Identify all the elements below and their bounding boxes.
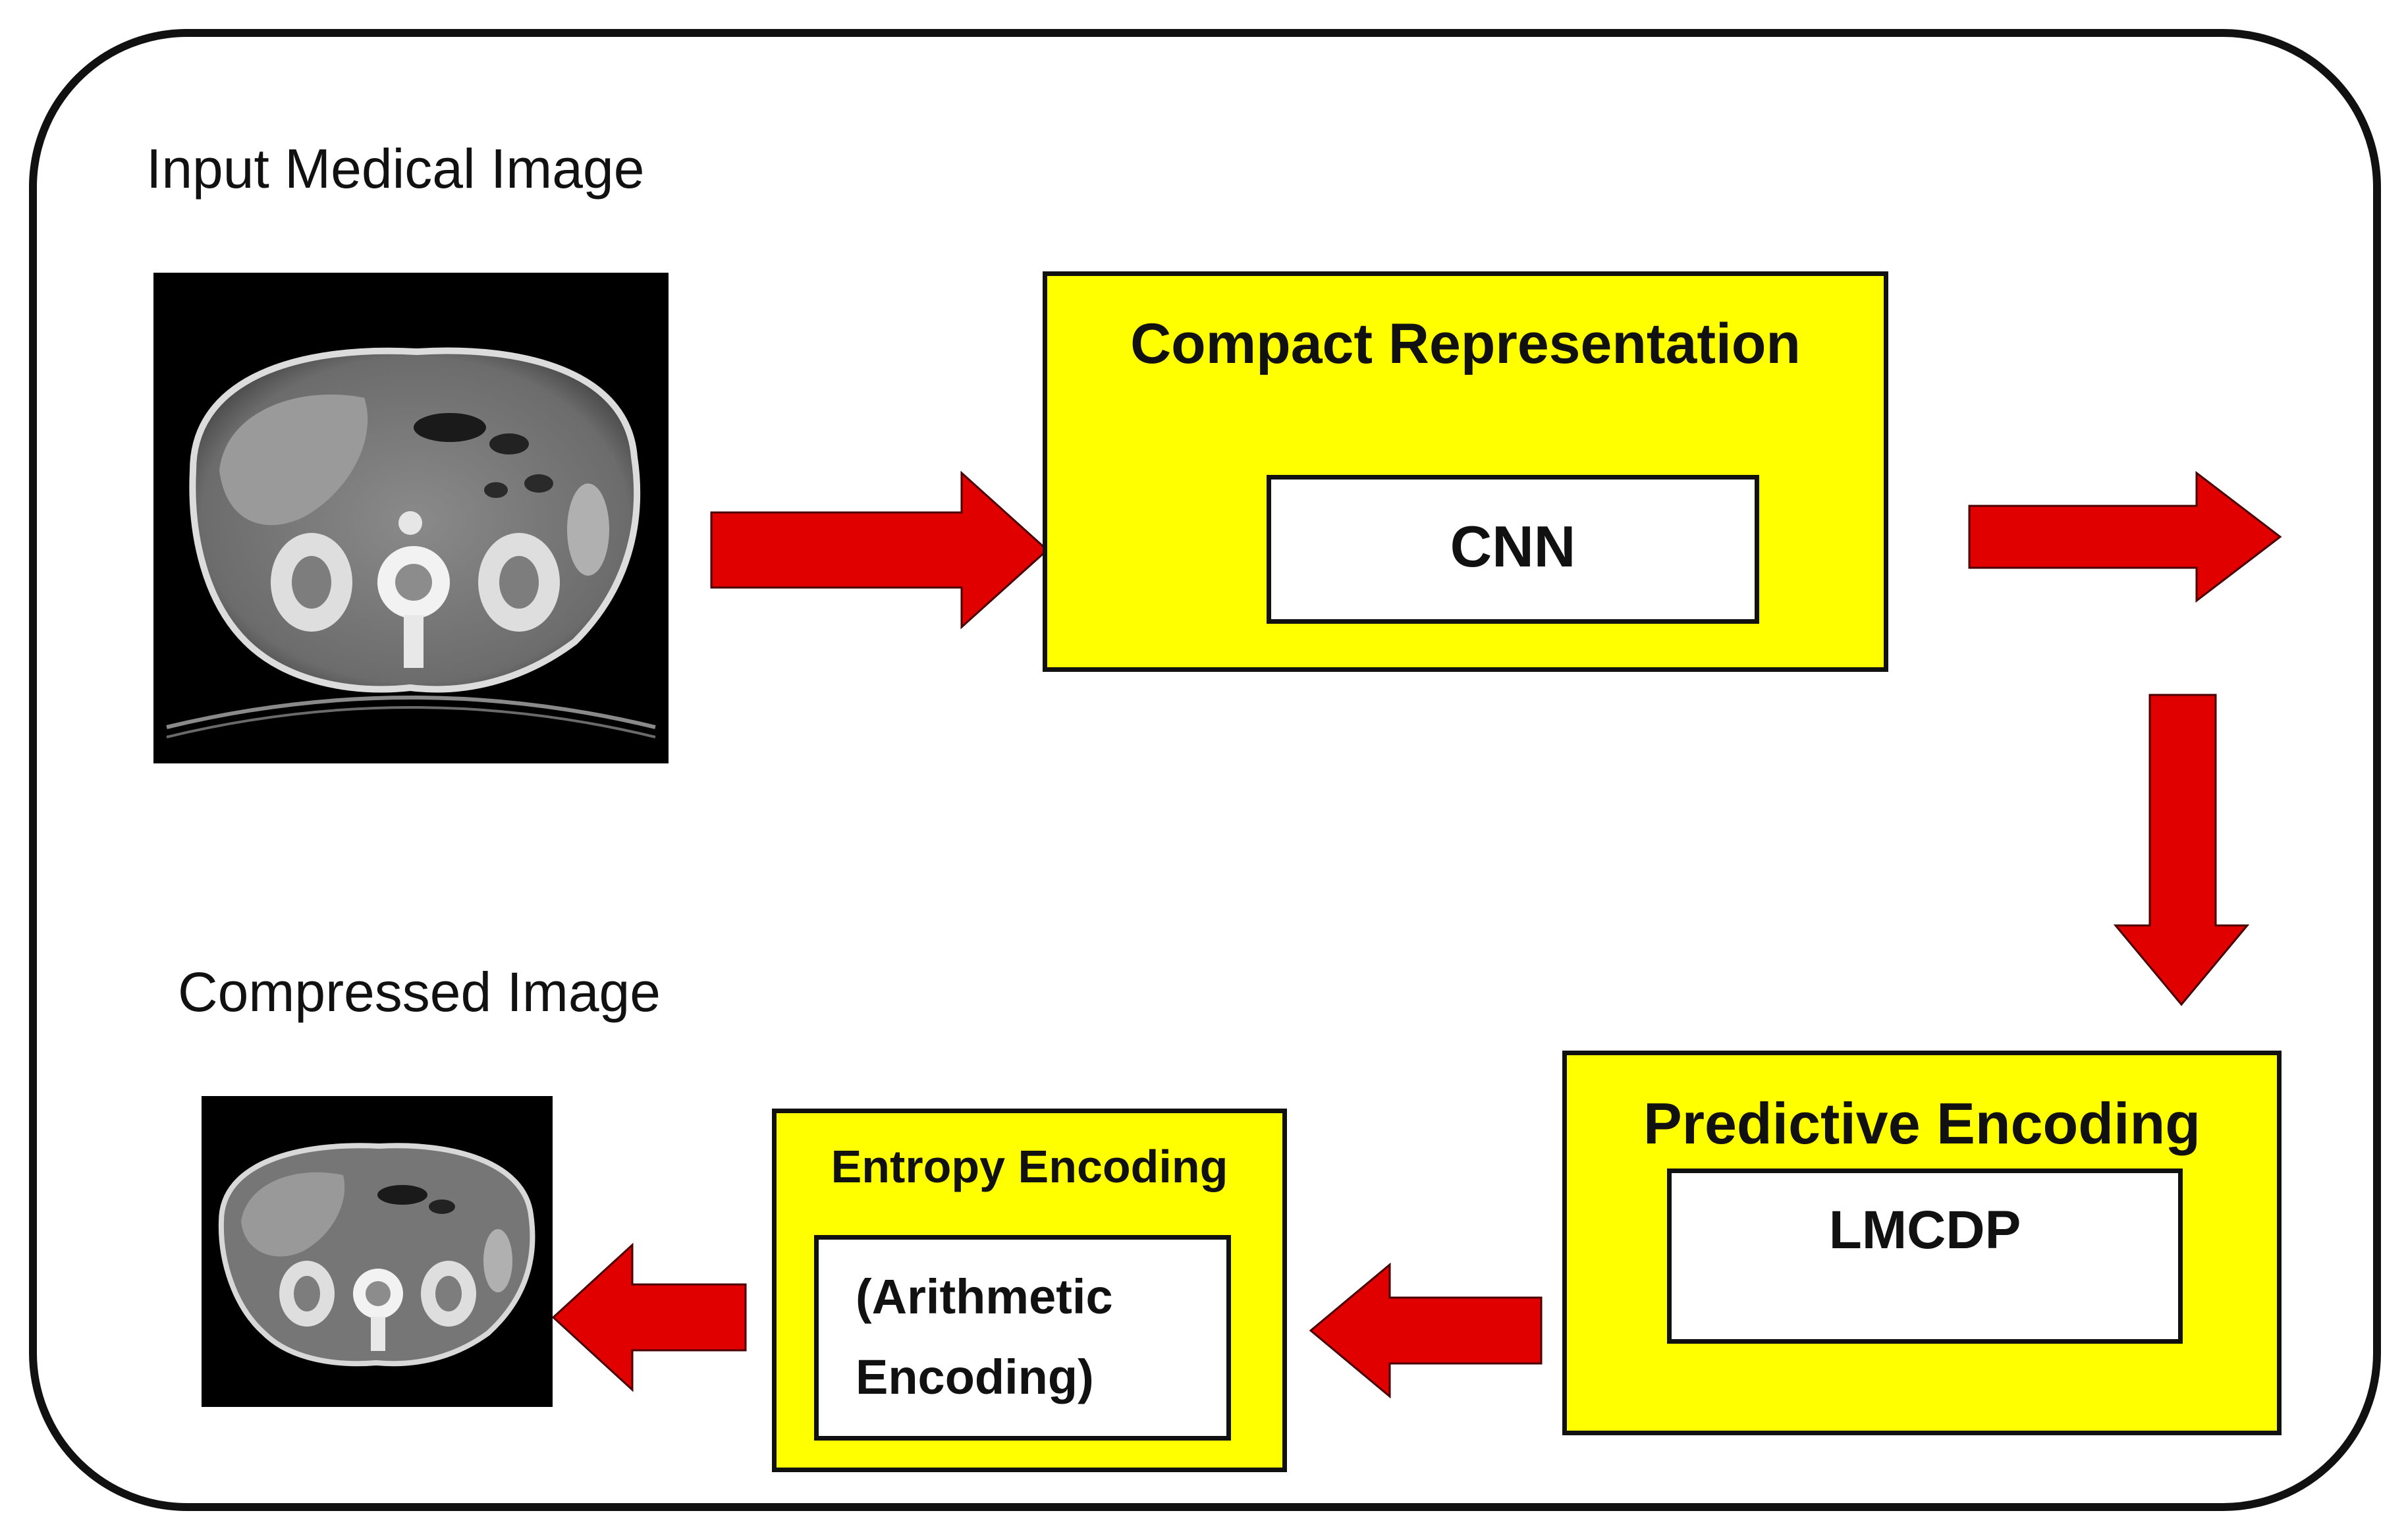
compact-representation-title: Compact Representation <box>1130 312 1801 375</box>
arrow-compact-to-right <box>1968 470 2282 603</box>
red-left-arrow-icon <box>551 1242 747 1392</box>
arrow-down-to-predictive <box>2113 694 2250 1006</box>
compressed-image-label: Compressed Image <box>178 961 661 1023</box>
arrow-input-to-compact <box>710 470 1049 630</box>
entropy-encoding-title: Entropy Encoding <box>831 1141 1228 1192</box>
entropy-encoding-box: Entropy Encoding (Arithmetic Encoding) <box>772 1109 1287 1472</box>
arrow-entropy-to-output <box>551 1242 747 1392</box>
red-down-arrow-icon <box>2113 694 2250 1006</box>
lmcdp-label: LMCDP <box>1828 1200 2021 1260</box>
arithmetic-encoding-box: (Arithmetic Encoding) <box>814 1235 1231 1441</box>
red-right-arrow-icon <box>710 470 1049 630</box>
ct-scan-icon <box>202 1096 553 1407</box>
arithmetic-encoding-line1: (Arithmetic <box>856 1269 1113 1324</box>
input-image-label: Input Medical Image <box>146 138 645 200</box>
predictive-encoding-box: Predictive Encoding LMCDP <box>1562 1051 2282 1435</box>
red-right-arrow-icon <box>1968 470 2282 603</box>
predictive-encoding-title: Predictive Encoding <box>1643 1091 2201 1156</box>
arrow-predictive-to-entropy <box>1309 1262 1543 1399</box>
output-ct-image <box>202 1096 553 1407</box>
arithmetic-encoding-line2: Encoding) <box>856 1350 1094 1404</box>
compact-representation-box: Compact Representation CNN <box>1043 271 1888 672</box>
cnn-box: CNN <box>1267 475 1759 624</box>
input-ct-image <box>153 273 669 763</box>
lmcdp-box: LMCDP <box>1667 1169 2183 1344</box>
cnn-label: CNN <box>1450 514 1576 579</box>
ct-scan-icon <box>153 273 669 763</box>
red-left-arrow-icon <box>1309 1262 1543 1399</box>
